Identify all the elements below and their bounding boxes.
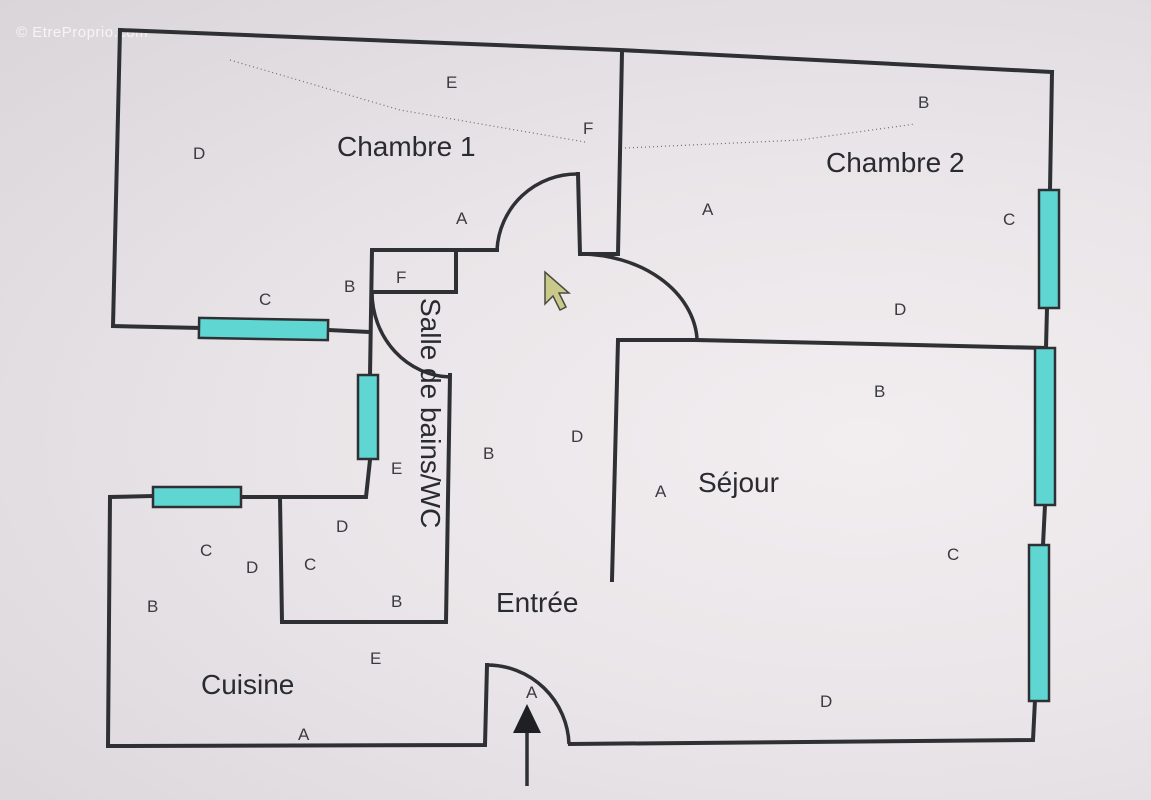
room-label-sejour: Séjour: [698, 467, 779, 498]
room-label-cuisine: Cuisine: [201, 669, 294, 700]
window-bathroom: [356, 373, 380, 461]
mark-cuisine-c: C: [200, 541, 212, 560]
mark-wc-f: F: [396, 268, 406, 287]
mark-sejour-a: A: [655, 482, 667, 501]
doors: [370, 172, 699, 745]
room-label-chambre2: Chambre 2: [826, 147, 965, 178]
wall-bath-right: [277, 372, 453, 624]
mark-entree-d: D: [571, 427, 583, 446]
door-chambre2: [579, 252, 699, 339]
windows: [151, 188, 1061, 703]
entrance-arrow-icon: [513, 704, 541, 786]
mark-ch2-c: C: [1003, 210, 1015, 229]
mark-cellier-b: B: [391, 592, 402, 611]
mark-cellier-c: C: [304, 555, 316, 574]
mark-cuisine-a: A: [298, 725, 310, 744]
mark-sejour-d: D: [820, 692, 832, 711]
mark-cuisine-b: B: [147, 597, 158, 616]
window-sejour-bottom: [1027, 543, 1051, 703]
wall-wc-box: [370, 250, 458, 294]
guide-line-chambre2: [624, 123, 916, 149]
mark-entree-e: E: [370, 649, 381, 668]
mark-wc-e: E: [391, 459, 402, 478]
door-entrance: [486, 663, 571, 745]
watermark: © EtreProprio.com: [16, 24, 149, 41]
window-chambre1: [197, 316, 330, 342]
mark-entree-a: A: [526, 683, 538, 702]
mark-ch1-c: C: [259, 290, 271, 309]
mark-ch2-a: A: [702, 200, 714, 219]
room-label-salle-de-bains: Salle de bains/WC: [415, 298, 446, 528]
mark-sejour-b: B: [874, 382, 885, 401]
mouse-pointer-icon: [544, 270, 571, 312]
room-label-entree: Entrée: [496, 587, 579, 618]
window-sejour-top: [1033, 346, 1057, 507]
mark-sejour-c: C: [947, 545, 959, 564]
wall-bath-left: [238, 457, 373, 499]
wall-chambre1-bottom: [325, 327, 373, 335]
mark-ch1-a: A: [456, 209, 468, 228]
wall-ch2-sejour: [694, 337, 1049, 351]
mark-ch2-b: B: [918, 93, 929, 112]
mark-cellier-d: D: [336, 517, 348, 536]
guide-line-chambre1: [229, 59, 586, 143]
walls: [105, 27, 1055, 749]
wall-top: [117, 27, 1055, 75]
wall-bottom: [567, 697, 1038, 747]
wall-sejour-left: [609, 338, 699, 583]
window-cuisine: [151, 485, 243, 509]
room-label-chambre1: Chambre 1: [337, 131, 476, 162]
wall-marks: E F D A B C B A C D F E B D E A A B C D …: [147, 73, 1015, 744]
wall-chambre1-left: [110, 27, 203, 331]
window-chambre2: [1037, 188, 1061, 310]
door-bathroom: [370, 291, 451, 379]
wall-cuisine-top: [105, 493, 490, 749]
mark-ch1-f: F: [583, 119, 593, 138]
mark-ch1-b: B: [344, 277, 355, 296]
mark-ch1-e: E: [446, 73, 457, 92]
mark-cuisine-d: D: [246, 558, 258, 577]
wall-right: [1040, 69, 1055, 548]
mark-ch1-d: D: [193, 144, 205, 163]
mark-ch2-d: D: [894, 300, 906, 319]
wall-ch1-ch2: [575, 49, 625, 256]
door-chambre1: [495, 172, 579, 251]
mark-wc-b: B: [483, 444, 494, 463]
